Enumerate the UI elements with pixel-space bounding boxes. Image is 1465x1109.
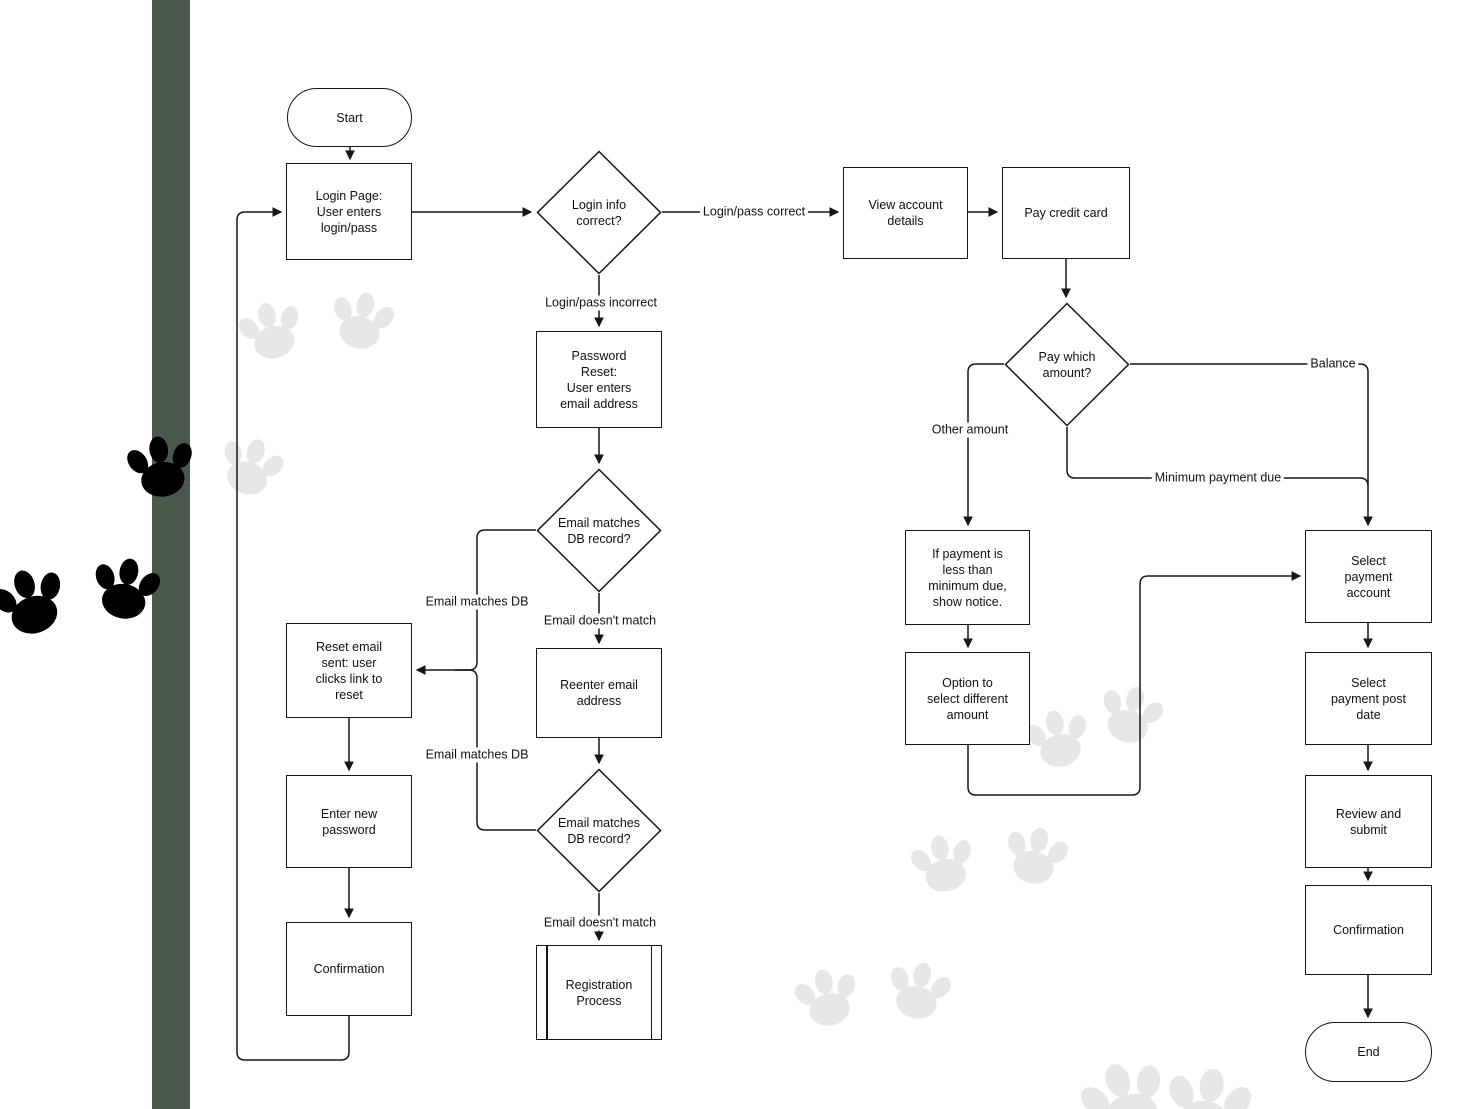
paw-icon	[322, 285, 402, 356]
paw-icon	[1090, 678, 1172, 751]
node-reenter-email-label: Reenter email address	[560, 678, 638, 708]
node-end: End	[1305, 1022, 1432, 1082]
left-green-stripe	[152, 0, 190, 1109]
edge-label-other-amount: Other amount	[928, 422, 1012, 438]
node-select-payment-post-date-label: Select payment post date	[1330, 675, 1407, 722]
node-payment-notice-label: If payment is less than minimum due, sho…	[928, 546, 1007, 609]
node-confirmation-right: Confirmation	[1305, 885, 1432, 975]
edge-label-balance: Balance	[1307, 356, 1359, 372]
node-password-reset-label: Password Reset: User enters email addres…	[560, 348, 638, 411]
paw-icon	[84, 552, 168, 625]
edge-paywhich-minimum-join	[1066, 427, 1369, 487]
paw-icon	[879, 955, 959, 1026]
node-end-label: End	[1357, 1045, 1380, 1059]
edge-label-email-matches-db-2: Email matches DB	[422, 747, 532, 763]
node-option-different-amount: Option to select different amount	[905, 652, 1030, 745]
node-login-info-correct-label: Login info correct?	[571, 197, 627, 228]
edge-option-to-selectaccount	[967, 571, 1302, 796]
node-confirmation-left: Confirmation	[286, 922, 412, 1016]
node-login-page: Login Page: User enters login/pass	[286, 163, 412, 260]
node-select-payment-account-label: Select payment account	[1344, 553, 1393, 600]
edge-paywhich-balance-to-selectaccount	[1130, 363, 1373, 527]
edge-paywhich-other-to-notice	[963, 363, 1004, 527]
paw-icon	[209, 429, 292, 504]
node-view-account-details-label: View account details	[868, 198, 943, 228]
paw-icon	[1018, 703, 1098, 774]
paw-prints-dark	[0, 431, 202, 645]
node-select-payment-post-date: Select payment post date	[1305, 652, 1432, 745]
node-option-different-amount-label: Option to select different amount	[926, 675, 1009, 722]
node-password-reset: Password Reset: User enters email addres…	[536, 331, 662, 428]
diamond-shape	[536, 150, 662, 275]
node-start-label: Start	[336, 110, 363, 125]
paw-icon	[120, 431, 202, 502]
node-reset-email-sent: Reset email sent: user clicks link to re…	[286, 623, 412, 718]
diamond-shape	[536, 468, 662, 593]
node-login-info-correct: Login info correct?	[536, 150, 662, 275]
node-email-matches-2-label: Email matches DB record?	[558, 815, 640, 846]
paw-icon	[903, 828, 983, 899]
node-email-matches-2: Email matches DB record?	[536, 768, 662, 893]
edge-label-login-pass-incorrect: Login/pass incorrect	[542, 295, 660, 311]
edge-label-email-doesnt-match-2: Email doesn't match	[540, 915, 660, 931]
node-registration-process-label: Registration Process	[565, 977, 633, 1008]
diamond-shape	[1004, 302, 1130, 427]
paw-icon	[1155, 1060, 1260, 1109]
edge-label-email-doesnt-match-1: Email doesn't match	[540, 613, 660, 629]
node-login-page-label: Login Page: User enters login/pass	[315, 188, 383, 235]
node-select-payment-account: Select payment account	[1305, 530, 1432, 623]
diamond-shape	[536, 768, 662, 893]
edge-label-minimum-payment-due: Minimum payment due	[1151, 470, 1285, 486]
node-enter-new-password-label: Enter new password	[320, 806, 378, 837]
node-view-account-details: View account details	[843, 167, 968, 259]
paw-icon	[996, 820, 1076, 891]
node-email-matches-1: Email matches DB record?	[536, 468, 662, 593]
node-confirmation-left-label: Confirmation	[313, 962, 385, 976]
node-review-and-submit: Review and submit	[1305, 775, 1432, 868]
connectors	[236, 147, 1373, 1061]
edge-label-email-matches-db-1: Email matches DB	[422, 594, 532, 610]
paw-icon	[0, 558, 78, 645]
node-registration-process: Registration Process	[536, 945, 662, 1040]
node-pay-which-amount-label: Pay which amount?	[1038, 349, 1096, 380]
edge-confirmation-loop-to-login	[236, 207, 350, 1061]
node-pay-which-amount: Pay which amount?	[1004, 302, 1130, 427]
node-pay-credit-card-label: Pay credit card	[1024, 206, 1108, 220]
node-review-and-submit-label: Review and submit	[1335, 806, 1402, 837]
node-email-matches-1-label: Email matches DB record?	[558, 515, 640, 546]
node-pay-credit-card: Pay credit card	[1002, 167, 1130, 259]
paw-icon	[1068, 1048, 1182, 1109]
node-reset-email-sent-label: Reset email sent: user clicks link to re…	[315, 639, 383, 702]
paw-icon	[230, 294, 312, 367]
node-payment-notice: If payment is less than minimum due, sho…	[905, 530, 1030, 625]
node-enter-new-password: Enter new password	[286, 775, 412, 868]
node-start: Start	[287, 88, 412, 147]
edge-label-login-pass-correct: Login/pass correct	[699, 204, 809, 220]
node-reenter-email: Reenter email address	[536, 648, 662, 738]
node-confirmation-right-label: Confirmation	[1333, 923, 1404, 937]
paw-icon	[787, 962, 867, 1033]
